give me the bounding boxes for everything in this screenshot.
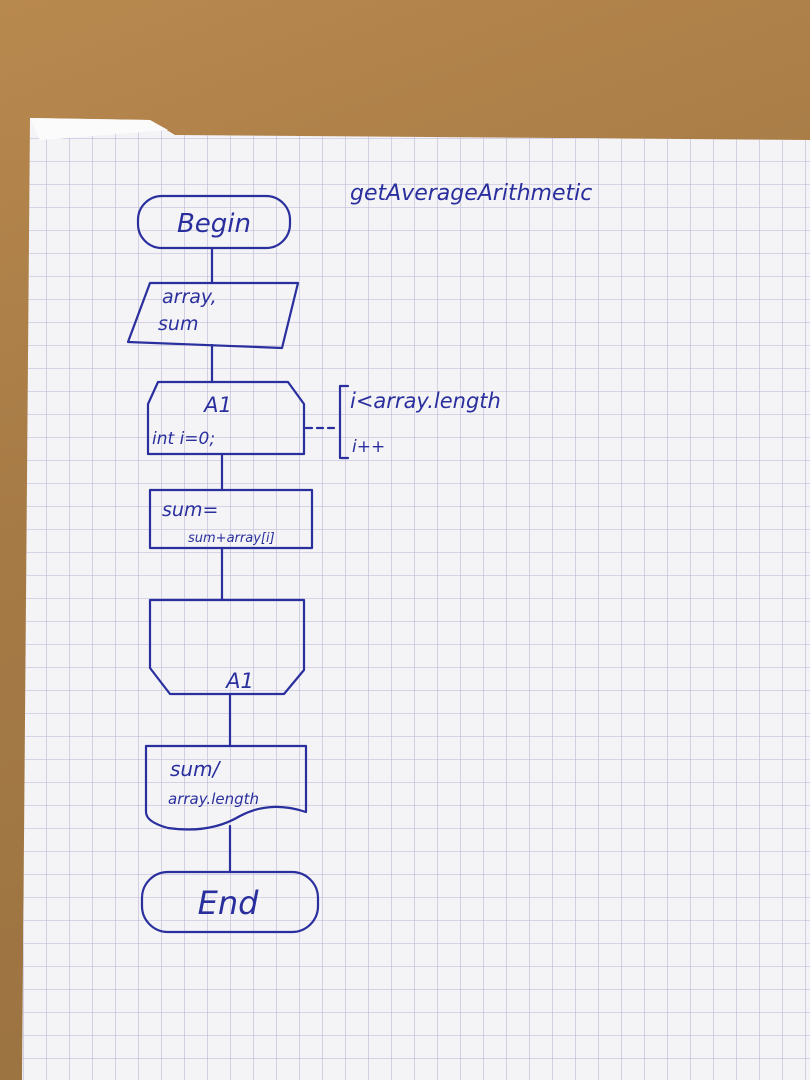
loop-start-label: A1 [202,393,232,417]
input-parallelogram: array, sum [126,281,300,350]
loop-end-block: A1 [148,598,306,696]
loop-start-block: A1 int i=0; [146,380,306,456]
loop-end-label: A1 [224,669,254,693]
end-label: End [198,884,260,922]
output-line1: sum/ [170,757,222,781]
process-line2: sum+array[i] [188,531,275,546]
input-line1: array, [162,286,217,308]
diagram-title: getAverageArithmetic [350,181,592,206]
output-document: sum/ array.length [144,744,308,831]
loop-condition: i<array.length [350,389,501,413]
paper-sheet [22,118,810,1080]
loop-increment: i++ [352,437,385,457]
begin-terminator: Begin [136,194,292,250]
input-line2: sum [158,313,198,335]
process-line1: sum= [162,499,218,521]
loop-annotation: i<array.length i++ [304,384,501,460]
end-terminator: End [140,870,320,934]
begin-label: Begin [177,209,251,239]
output-line2: array.length [168,790,259,808]
loop-start-init: int i=0; [152,429,215,449]
process-block: sum= sum+array[i] [148,488,314,550]
